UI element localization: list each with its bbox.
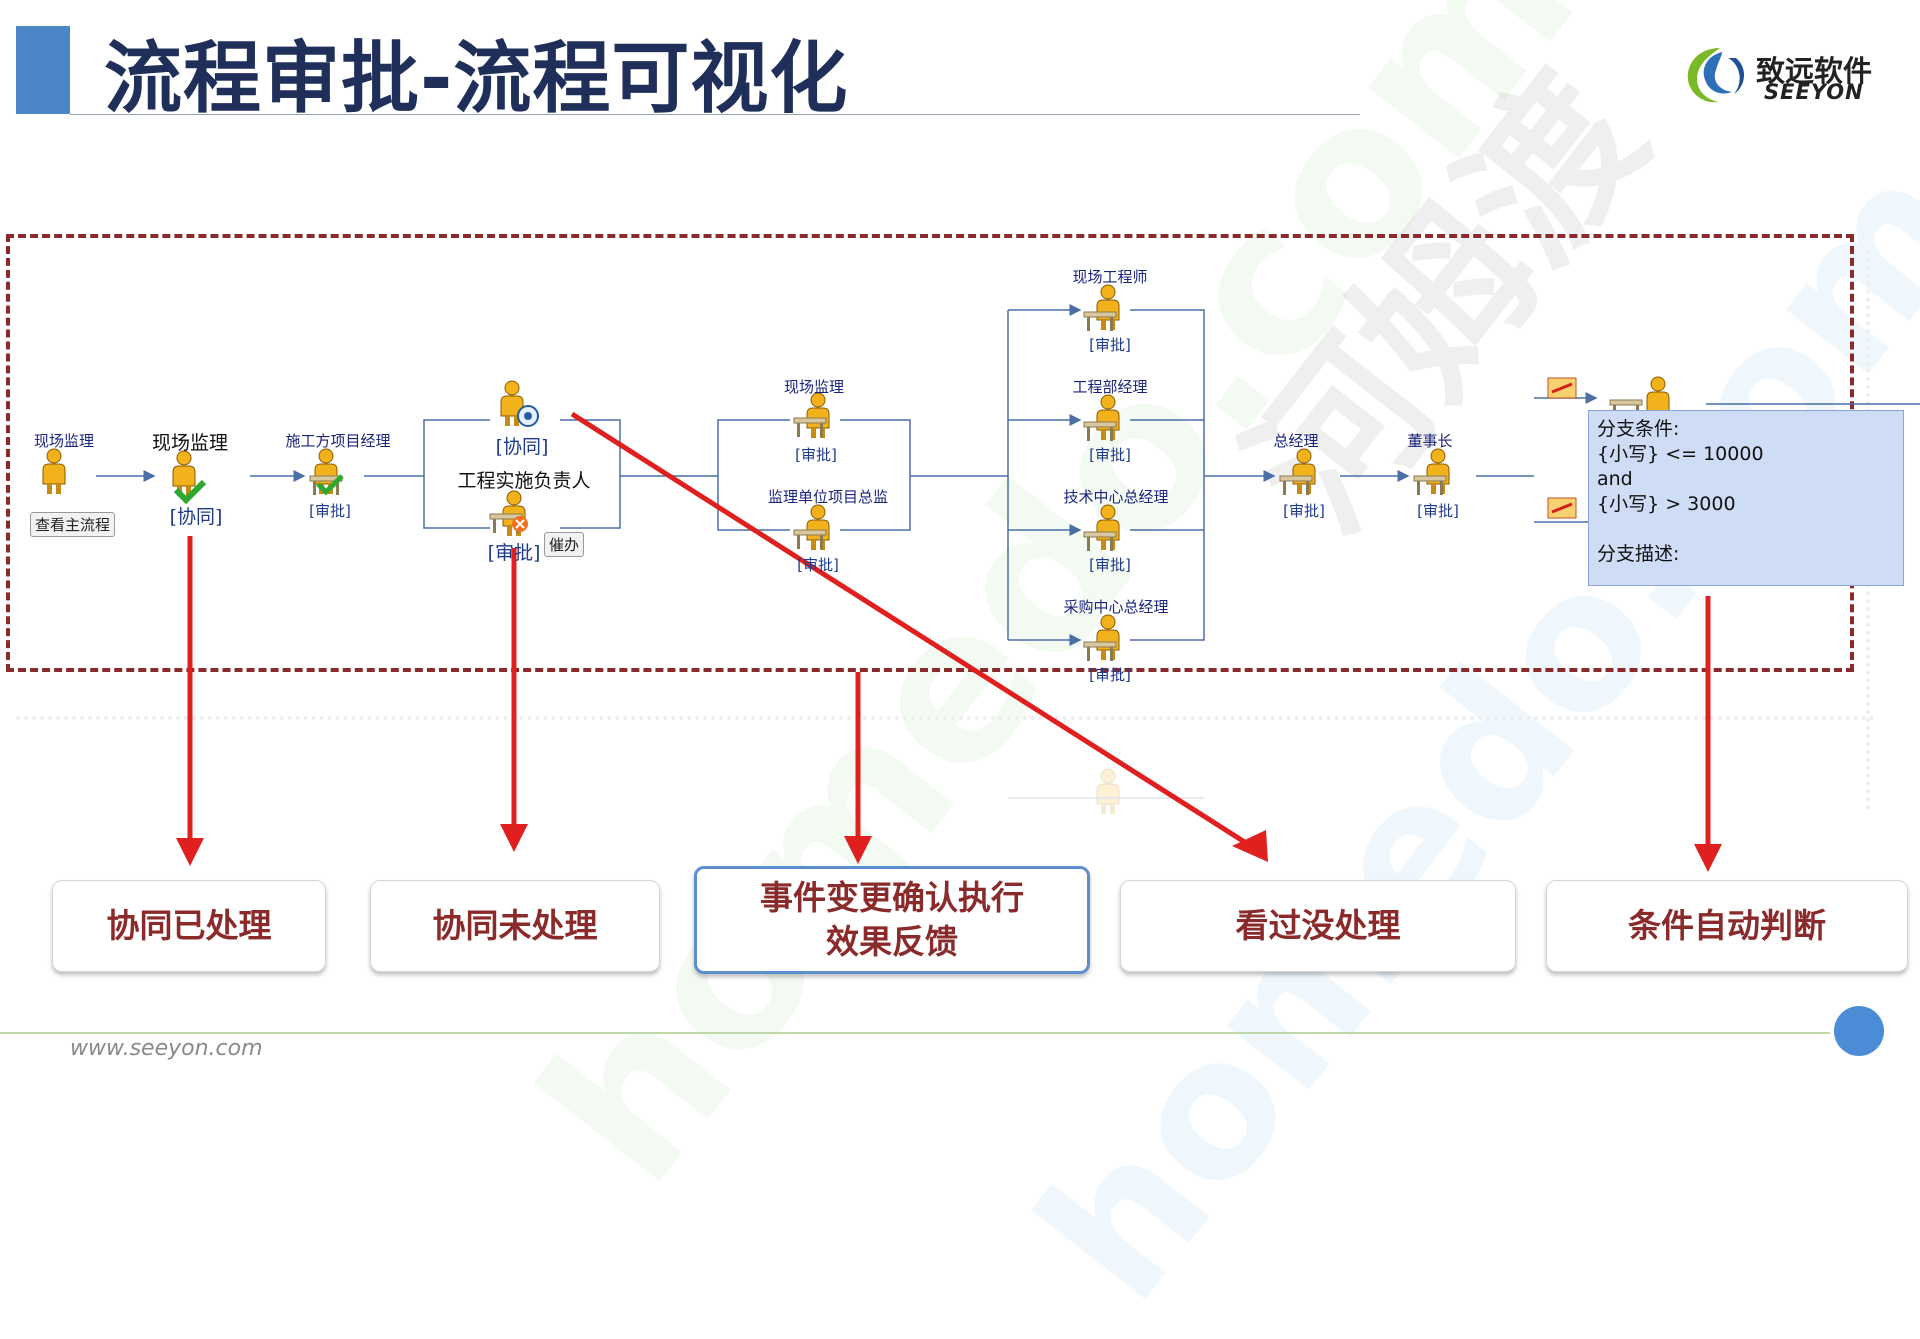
node-tag: [协同] <box>169 506 223 528</box>
node-label: 工程实施负责人 <box>457 470 591 492</box>
branch-condition-tooltip: 分支条件: {小写} <= 10000 and {小写} > 3000 分支描述… <box>1588 410 1904 586</box>
callout-auto-condition: 条件自动判断 <box>1546 880 1908 972</box>
title-accent-bar <box>16 26 70 114</box>
check-icon <box>173 479 207 505</box>
person-icon <box>806 504 830 551</box>
node-tag: [审批] <box>797 556 839 574</box>
callout-text: 协同已处理 <box>106 906 272 945</box>
person-icon <box>806 392 830 439</box>
node-tag: [协同] <box>495 436 549 458</box>
person-icon <box>42 448 66 495</box>
footer-divider <box>0 1032 1830 1034</box>
callout-text: 看过没处理 <box>1235 906 1401 945</box>
callout-collab-processed: 协同已处理 <box>52 880 326 972</box>
condition-icon <box>1547 377 1577 399</box>
node-label: 董事长 <box>1407 432 1453 450</box>
person-icon <box>1426 448 1450 495</box>
callout-text: 事件变更确认执行 <box>760 878 1024 917</box>
node-label: 现场监理 <box>783 378 845 396</box>
tooltip-line: 分支条件: <box>1597 418 1680 440</box>
node-tag: [审批] <box>1089 336 1131 354</box>
person-icon <box>1096 394 1120 441</box>
seeyon-logo: 致远软件 SEEYON <box>1682 42 1892 110</box>
node-label: 现场工程师 <box>1072 268 1148 286</box>
node-tag: [审批] <box>487 542 541 564</box>
callout-text: 效果反馈 <box>826 922 958 961</box>
node-label: 施工方项目经理 <box>285 432 391 450</box>
callout-event-change-feedback: 事件变更确认执行 效果反馈 <box>694 866 1090 974</box>
person-icon <box>1096 614 1120 661</box>
node-tag: [审批] <box>1417 502 1459 520</box>
node-label: 监理单位项目总监 <box>767 488 889 506</box>
person-icon <box>1096 284 1120 331</box>
person-icon <box>1096 504 1120 551</box>
callout-collab-unprocessed: 协同未处理 <box>370 880 660 972</box>
remind-button[interactable]: 催办 <box>544 532 585 557</box>
page-title: 流程审批-流程可视化 <box>104 34 849 124</box>
tooltip-line: {小写} <= 10000 <box>1597 443 1764 465</box>
tooltip-line: and <box>1597 468 1633 490</box>
node-label: 总经理 <box>1273 432 1319 450</box>
seeyon-logo-icon <box>1687 48 1745 103</box>
node-tag: [审批] <box>1089 446 1131 464</box>
node-tag: [审批] <box>1283 502 1325 520</box>
node-label: 现场监理 <box>33 432 95 450</box>
eye-icon <box>517 405 539 427</box>
workflow-connectors <box>42 284 1920 872</box>
footer-url: www.seeyon.com <box>70 1036 263 1061</box>
node-label: 工程部经理 <box>1072 378 1148 396</box>
tooltip-line: {小写} > 3000 <box>1597 493 1736 515</box>
person-icon <box>172 450 196 497</box>
node-tag: [审批] <box>1089 666 1131 684</box>
tooltip-line: 分支描述: <box>1597 543 1680 565</box>
check-icon <box>316 474 344 496</box>
callout-text: 条件自动判断 <box>1628 906 1826 945</box>
callout-viewed-not-processed: 看过没处理 <box>1120 880 1516 972</box>
node-label: 现场监理 <box>151 432 229 454</box>
logo-chinese-text: 致远软件 <box>1756 54 1873 88</box>
title-divider <box>70 114 1360 115</box>
view-main-flow-button[interactable]: 查看主流程 <box>30 512 116 537</box>
node-label: 采购中心总经理 <box>1063 598 1169 616</box>
person-icon <box>1096 768 1120 815</box>
tooltip-spacer <box>1597 517 1895 542</box>
node-tag: [审批] <box>309 502 351 520</box>
callout-text: 协同未处理 <box>432 906 598 945</box>
condition-icon <box>1547 497 1577 519</box>
node-tag: [审批] <box>1089 556 1131 574</box>
stop-icon <box>512 516 528 532</box>
logo-english-text: SEEYON <box>1764 80 1864 104</box>
page-indicator-dot <box>1834 1006 1884 1056</box>
reflection-divider <box>16 716 1876 720</box>
node-tag: [审批] <box>795 446 837 464</box>
person-icon <box>1292 448 1316 495</box>
node-label: 技术中心总经理 <box>1063 488 1169 506</box>
